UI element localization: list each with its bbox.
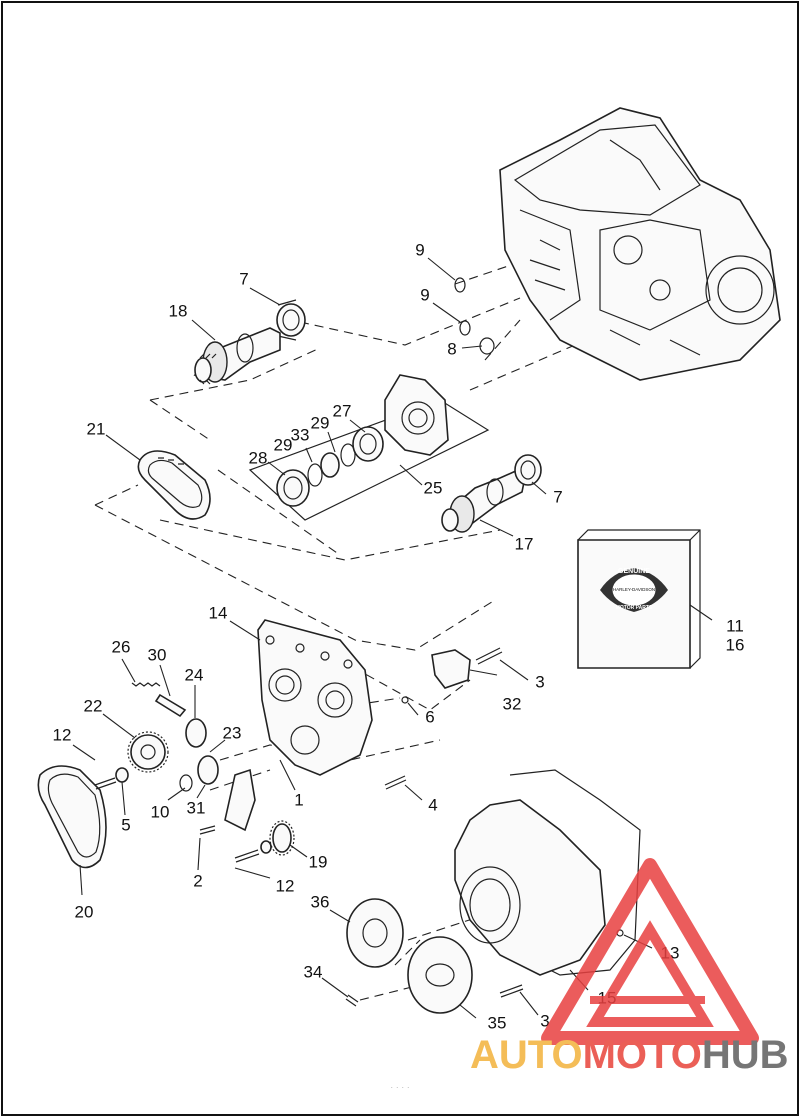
- callout-21: 21: [87, 419, 106, 438]
- watermark-triangle-outer: [541, 858, 759, 1045]
- bolt-4: [384, 775, 407, 790]
- washer-24: [185, 718, 207, 748]
- callout-7-upper: 7: [239, 269, 248, 288]
- callout-4: 4: [428, 795, 437, 814]
- crankcase-illustration: [499, 107, 781, 381]
- callout-labels: 1 2 3 3 3 4 5 6 7 7 8 9 9 10 11 16 12 12…: [53, 240, 745, 1032]
- callout-6: 6: [425, 707, 434, 726]
- callout-14: 14: [209, 603, 228, 622]
- dowel-6: [401, 696, 409, 704]
- callout-1: 1: [294, 790, 303, 809]
- callout-3-tensioner: 3: [535, 672, 544, 691]
- tensioner-32: [431, 647, 503, 689]
- callout-7-lower: 7: [553, 487, 562, 506]
- cam-plate-14: [257, 619, 373, 776]
- callout-5: 5: [121, 815, 130, 834]
- o-ring-9-lower: [459, 320, 471, 336]
- callout-3-cover: 3: [540, 1011, 549, 1030]
- cover-35: [407, 936, 473, 1014]
- sprocket-19: [269, 820, 295, 856]
- bolt-12-upper: [94, 777, 117, 790]
- callout-12-upper: 12: [53, 725, 72, 744]
- automotohub-watermark: AUTOMOTOHUB: [470, 858, 789, 1077]
- callout-30: 30: [148, 645, 167, 664]
- tensioner-31: [224, 768, 256, 832]
- o-ring-8: [479, 337, 495, 355]
- watermark-auto: AUTOMOTOHUB: [470, 1033, 789, 1077]
- callout-36: 36: [311, 892, 330, 911]
- package-label-genuine: GENUINE: [618, 568, 650, 575]
- chain-20: [37, 765, 107, 869]
- bolt-12-lower: [234, 849, 260, 863]
- genuine-parts-package: GENUINE HARLEY-DAVIDSON MOTOR PARTS: [577, 529, 701, 669]
- callout-17: 17: [515, 534, 534, 553]
- callout-29-right: 29: [311, 413, 330, 432]
- cover-36: [346, 898, 404, 968]
- bearing-7-lower: [514, 454, 542, 486]
- footer-text: · · · ·: [390, 1082, 410, 1092]
- callout-16: 16: [726, 635, 745, 654]
- o-rings: [454, 277, 495, 355]
- screw-34: [345, 994, 359, 1007]
- callout-24: 24: [185, 665, 204, 684]
- bolt-3-lower: [499, 984, 524, 998]
- washer-23: [197, 755, 219, 785]
- package-label-motor-parts: MOTOR PARTS: [616, 605, 653, 611]
- callout-27: 27: [333, 401, 352, 420]
- callout-26: 26: [112, 637, 131, 656]
- bolt-2: [199, 825, 216, 835]
- package-label-brand: HARLEY-DAVIDSON: [613, 587, 655, 592]
- callout-9-upper: 9: [415, 240, 424, 259]
- leader-lines: [72, 257, 713, 1019]
- callout-23: 23: [223, 723, 242, 742]
- callout-18: 18: [169, 301, 188, 320]
- cam-support-assembly-25: [248, 374, 490, 521]
- watermark-moto-text: MOTO: [583, 1033, 702, 1077]
- callout-10: 10: [151, 802, 170, 821]
- callout-35: 35: [488, 1013, 507, 1032]
- callout-34: 34: [304, 962, 323, 981]
- callout-9-lower: 9: [420, 285, 429, 304]
- cam-cover-15: [454, 769, 641, 976]
- chain-guide-21: [137, 450, 211, 520]
- washer-12: [260, 840, 272, 854]
- callout-20: 20: [75, 902, 94, 921]
- watermark-auto-text: AUTO: [470, 1033, 583, 1077]
- camshaft-17: [441, 469, 526, 533]
- callout-29-left: 29: [274, 435, 293, 454]
- callout-19: 19: [309, 852, 328, 871]
- bearing-7-upper: [276, 299, 306, 341]
- watermark-hub-text: HUB: [702, 1033, 789, 1077]
- spring-26: [131, 682, 161, 687]
- washer-5: [115, 767, 129, 783]
- callout-25: 25: [424, 478, 443, 497]
- callout-8: 8: [447, 339, 456, 358]
- camshaft-18: [193, 327, 281, 385]
- callout-11: 11: [726, 616, 744, 635]
- o-ring-9-upper: [454, 277, 466, 293]
- callout-12-lower: 12: [276, 876, 295, 895]
- callout-32: 32: [503, 694, 522, 713]
- callout-2: 2: [193, 871, 202, 890]
- callout-28: 28: [249, 448, 268, 467]
- sprocket-22: [127, 731, 169, 773]
- callout-22: 22: [84, 696, 103, 715]
- callout-33: 33: [291, 425, 310, 444]
- ring-10: [179, 774, 193, 792]
- callout-31: 31: [187, 798, 206, 817]
- watermark-triangle-inner: [586, 920, 714, 1027]
- pin-30: [154, 693, 187, 718]
